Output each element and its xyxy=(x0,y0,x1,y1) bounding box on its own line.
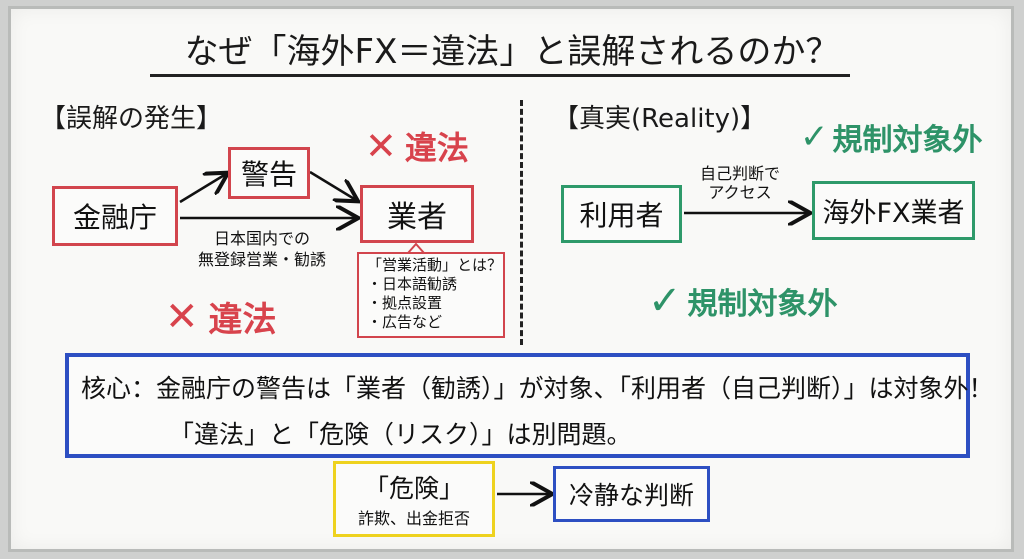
overseas-fx-box: 海外FX業者 xyxy=(812,181,975,240)
danger-examples: 詐欺、出金拒否 xyxy=(357,509,470,528)
diagram-title: なぜ「海外FX＝違法」と誤解されるのか？ xyxy=(184,32,840,72)
label-line: 無登録営業・勧誘 xyxy=(197,250,326,269)
cross-icon: ✕ xyxy=(365,124,397,168)
cross-icon: ✕ xyxy=(165,293,199,340)
callout-title: 「営業活動」とは？ xyxy=(367,256,503,274)
check-icon: ✓ xyxy=(648,278,682,324)
misunderstanding-heading: 【誤解の発生】 xyxy=(40,104,223,134)
whiteboard xyxy=(8,6,1014,552)
callout-pointer xyxy=(407,242,425,254)
danger-label: 「危険」 xyxy=(363,474,464,503)
core-line-2: 「違法」と「危険（リスク）」は別問題。 xyxy=(169,420,632,449)
fsa-arrow-label: 日本国内での 無登録営業・勧誘 xyxy=(182,228,342,270)
dealer-box: 業者 xyxy=(360,185,474,243)
arrow-fsa-warning xyxy=(179,174,226,204)
callout-item: ・日本語勧誘 xyxy=(367,275,458,293)
warning-box: 警告 xyxy=(228,147,310,199)
title-underline xyxy=(150,74,850,77)
danger-box: 「危険」 詐欺、出金拒否 xyxy=(333,461,495,537)
check-icon: ✓ xyxy=(800,117,829,157)
label-line: アクセス xyxy=(708,183,772,202)
user-arrow-label: 自己判断で アクセス xyxy=(680,164,800,202)
label-line: 日本国内での xyxy=(213,229,310,248)
sales-activity-callout: 「営業活動」とは？ ・日本語勧誘 ・拠点設置 ・広告など xyxy=(357,252,505,338)
exempt-mark-top: ✓ 規制対象外 xyxy=(800,115,983,159)
illegal-mark-bottom: ✕ 違法 xyxy=(165,292,277,341)
divider xyxy=(520,100,523,345)
illegal-label: 違法 xyxy=(208,300,277,340)
reality-heading: 【真実(Reality)】 xyxy=(553,104,767,134)
core-line-1: 核心：金融庁の警告は「業者（勧誘）」が対象、「利用者（自己判断）」は対象外！ xyxy=(81,374,994,403)
exempt-label: 規制対象外 xyxy=(687,287,838,322)
illegal-label: 違法 xyxy=(404,129,469,167)
arrow-warning-dealer xyxy=(309,170,356,200)
label-line: 自己判断で xyxy=(699,164,780,183)
exempt-label: 規制対象外 xyxy=(832,123,983,158)
exempt-mark-bottom: ✓ 規制対象外 xyxy=(648,278,838,324)
calm-judgment-box: 冷静な判断 xyxy=(553,466,710,522)
illegal-mark-top: ✕ 違法 xyxy=(365,123,469,169)
user-box: 利用者 xyxy=(561,185,682,243)
callout-item: ・拠点設置 xyxy=(367,294,443,312)
fsa-box: 金融庁 xyxy=(52,186,178,246)
core-message-box: 核心：金融庁の警告は「業者（勧誘）」が対象、「利用者（自己判断）」は対象外！ 「… xyxy=(65,353,994,458)
callout-item: ・広告など xyxy=(367,313,443,331)
